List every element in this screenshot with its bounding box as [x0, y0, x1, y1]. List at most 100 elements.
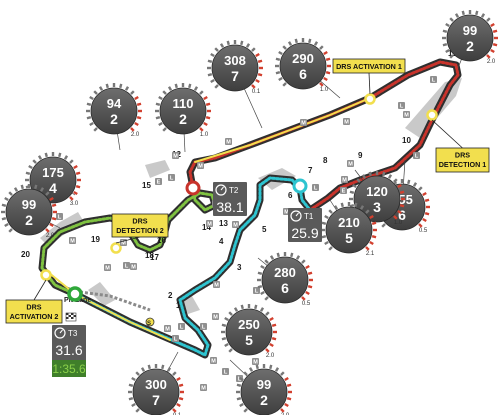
- gauge-scale: 0.1: [252, 89, 261, 95]
- svg-text:E: E: [157, 180, 161, 186]
- svg-text:M: M: [284, 210, 289, 216]
- svg-text:M: M: [344, 120, 349, 126]
- timing-label: T2: [229, 186, 239, 195]
- gauge-speed: 250: [238, 317, 260, 332]
- braking-marker: L: [168, 174, 175, 182]
- svg-text:M: M: [342, 178, 347, 184]
- svg-text:L: L: [400, 104, 404, 110]
- braking-marker: L: [398, 102, 405, 110]
- svg-text:DETECTION 1: DETECTION 1: [439, 160, 487, 169]
- braking-marker: M: [172, 152, 179, 160]
- svg-text:DRS: DRS: [26, 303, 41, 312]
- svg-text:L: L: [180, 325, 184, 331]
- svg-text:DETECTION 2: DETECTION 2: [116, 226, 164, 235]
- sector-1-timing-marker: [292, 178, 308, 194]
- sector-2-timing-marker: [185, 180, 201, 196]
- drs-zones: [47, 97, 371, 341]
- sector-1-path: [73, 176, 312, 357]
- gauge-gear: 6: [299, 66, 307, 82]
- braking-marker: L: [413, 152, 420, 160]
- svg-text:M: M: [233, 223, 238, 229]
- braking-marker: M: [130, 263, 137, 271]
- start-marker: [145, 317, 155, 327]
- svg-text:L: L: [432, 78, 436, 84]
- drs-leader-line: [431, 119, 463, 149]
- turn-number: 5: [262, 225, 267, 234]
- svg-text:M: M: [404, 113, 409, 119]
- braking-marker: E: [340, 187, 347, 195]
- gauge-scale: 2.0: [266, 353, 275, 359]
- svg-text:M: M: [207, 222, 212, 228]
- gauge-speed: 99: [22, 197, 36, 212]
- turn-number: 18: [145, 251, 154, 260]
- braking-marker: M: [200, 384, 207, 392]
- gauge-gear: 2: [179, 111, 187, 127]
- braking-marker: M: [300, 119, 307, 127]
- gauge-scale: 3.0: [70, 201, 79, 207]
- speed-gauge: 992 2.0: [442, 10, 498, 65]
- turn-number: 19: [91, 235, 100, 244]
- svg-text:DRS: DRS: [455, 151, 470, 160]
- svg-text:L: L: [224, 370, 228, 376]
- gauge-speed: 99: [463, 23, 477, 38]
- braking-marker: L: [172, 335, 179, 343]
- svg-text:M: M: [131, 265, 136, 271]
- braking-marker: L: [56, 213, 63, 221]
- gauge-scale: 0.5: [302, 301, 311, 307]
- gauge-gear: 7: [152, 392, 160, 408]
- braking-marker: M: [347, 160, 354, 168]
- braking-marker: M: [206, 220, 213, 228]
- turn-number: 10: [402, 136, 411, 145]
- braking-marker: M: [341, 176, 348, 184]
- timing-value: 25.9: [291, 225, 318, 241]
- gauge-gear: 2: [466, 38, 474, 54]
- svg-text:M: M: [165, 327, 170, 333]
- turn-number: 4: [219, 237, 224, 246]
- svg-text:L: L: [202, 325, 206, 331]
- drs-activation-1-marker: [364, 93, 376, 105]
- turn-number: 16: [157, 236, 166, 245]
- svg-text:DRS: DRS: [132, 217, 147, 226]
- gauge-speed: 300: [145, 377, 167, 392]
- gauge-scale: 0.5: [419, 228, 428, 234]
- braking-marker: M: [164, 325, 171, 333]
- braking-marker: M: [104, 264, 111, 272]
- svg-text:ACTIVATION 2: ACTIVATION 2: [10, 312, 59, 321]
- braking-marker: L: [200, 323, 207, 331]
- gauge-scale: 0.1: [173, 413, 182, 415]
- drs-leader-line: [115, 236, 141, 244]
- braking-marker: M: [69, 237, 76, 245]
- gauge-scale: 2.0: [487, 59, 496, 65]
- svg-text:M: M: [201, 386, 206, 392]
- turn-number: 7: [308, 166, 313, 175]
- gauge-speed: 280: [274, 265, 296, 280]
- svg-text:M: M: [121, 241, 126, 247]
- gauge-speed: 175: [42, 165, 64, 180]
- svg-text:L: L: [170, 176, 174, 182]
- braking-marker: M: [343, 118, 350, 126]
- gauge-speed: 94: [107, 96, 122, 111]
- svg-text:M: M: [211, 359, 216, 365]
- braking-marker: L: [253, 287, 260, 295]
- turn-number: 13: [219, 219, 228, 228]
- braking-marker: M: [213, 281, 220, 289]
- gauge-scale: 1.0: [320, 87, 329, 93]
- gauge-scale: 1.0: [200, 132, 209, 138]
- svg-text:L: L: [415, 154, 419, 160]
- braking-marker: M: [403, 111, 410, 119]
- gauge-scale: 2.0: [46, 233, 55, 239]
- gauge-gear: 6: [281, 280, 289, 296]
- braking-marker: L: [312, 184, 319, 192]
- drs-activation-2-marker: [40, 269, 52, 281]
- turn-number: 20: [21, 250, 30, 259]
- gauge-gear: 4: [49, 180, 57, 196]
